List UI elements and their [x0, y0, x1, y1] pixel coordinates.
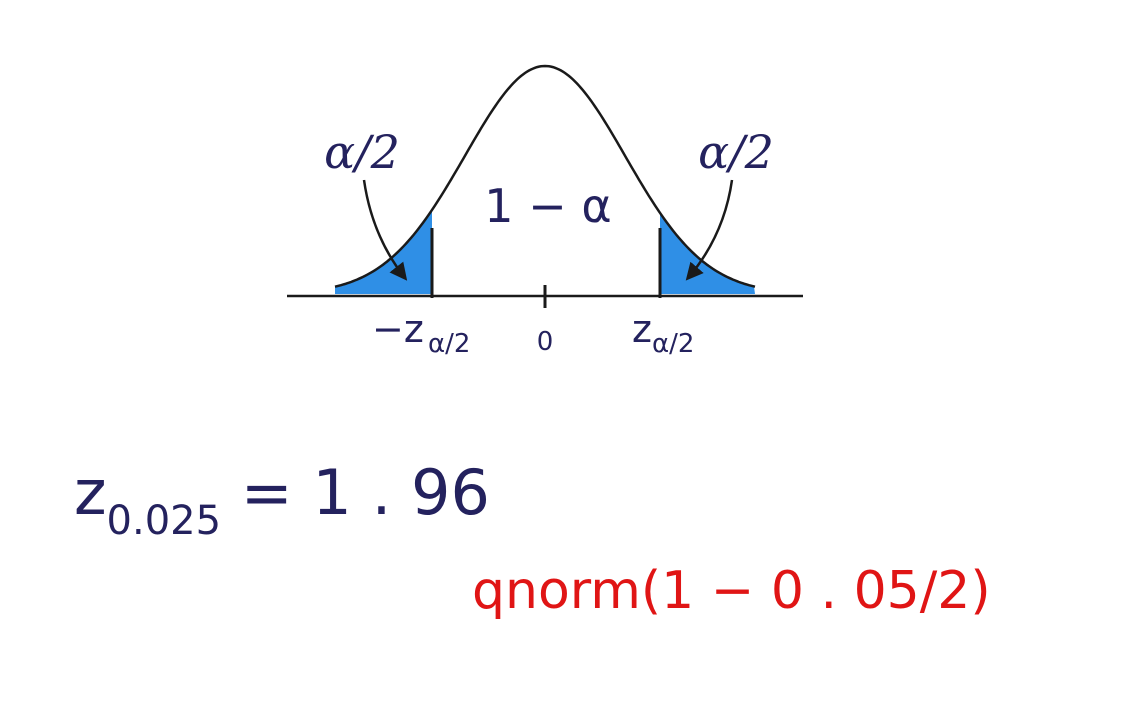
left-tail-label: α/2: [324, 125, 400, 179]
right-tail-label: α/2: [698, 125, 774, 179]
qnorm-code: qnorm(1 − 0 . 05/2): [472, 561, 991, 621]
tick-label-pos-z-sub: α/2: [652, 329, 694, 359]
equation-symbol: z: [74, 456, 107, 529]
right-arrow: [685, 179, 734, 281]
right-tail-region: [660, 212, 755, 294]
tick-label-neg-z: −z: [372, 307, 424, 351]
tick-label-zero: 0: [537, 327, 554, 357]
left-tail-region: [335, 209, 432, 294]
critical-value-equation: z0.025 = 1 . 96: [74, 462, 490, 542]
tick-label-neg-z-sub: α/2: [428, 329, 470, 359]
center-area-label: 1 − α: [484, 179, 611, 233]
bell-curve: [334, 64, 756, 288]
equation-subscript: 0.025: [106, 498, 222, 544]
tick-label-pos-z: z: [632, 307, 652, 351]
left-arrow: [362, 179, 408, 281]
equation-value: = 1 . 96: [221, 456, 490, 529]
